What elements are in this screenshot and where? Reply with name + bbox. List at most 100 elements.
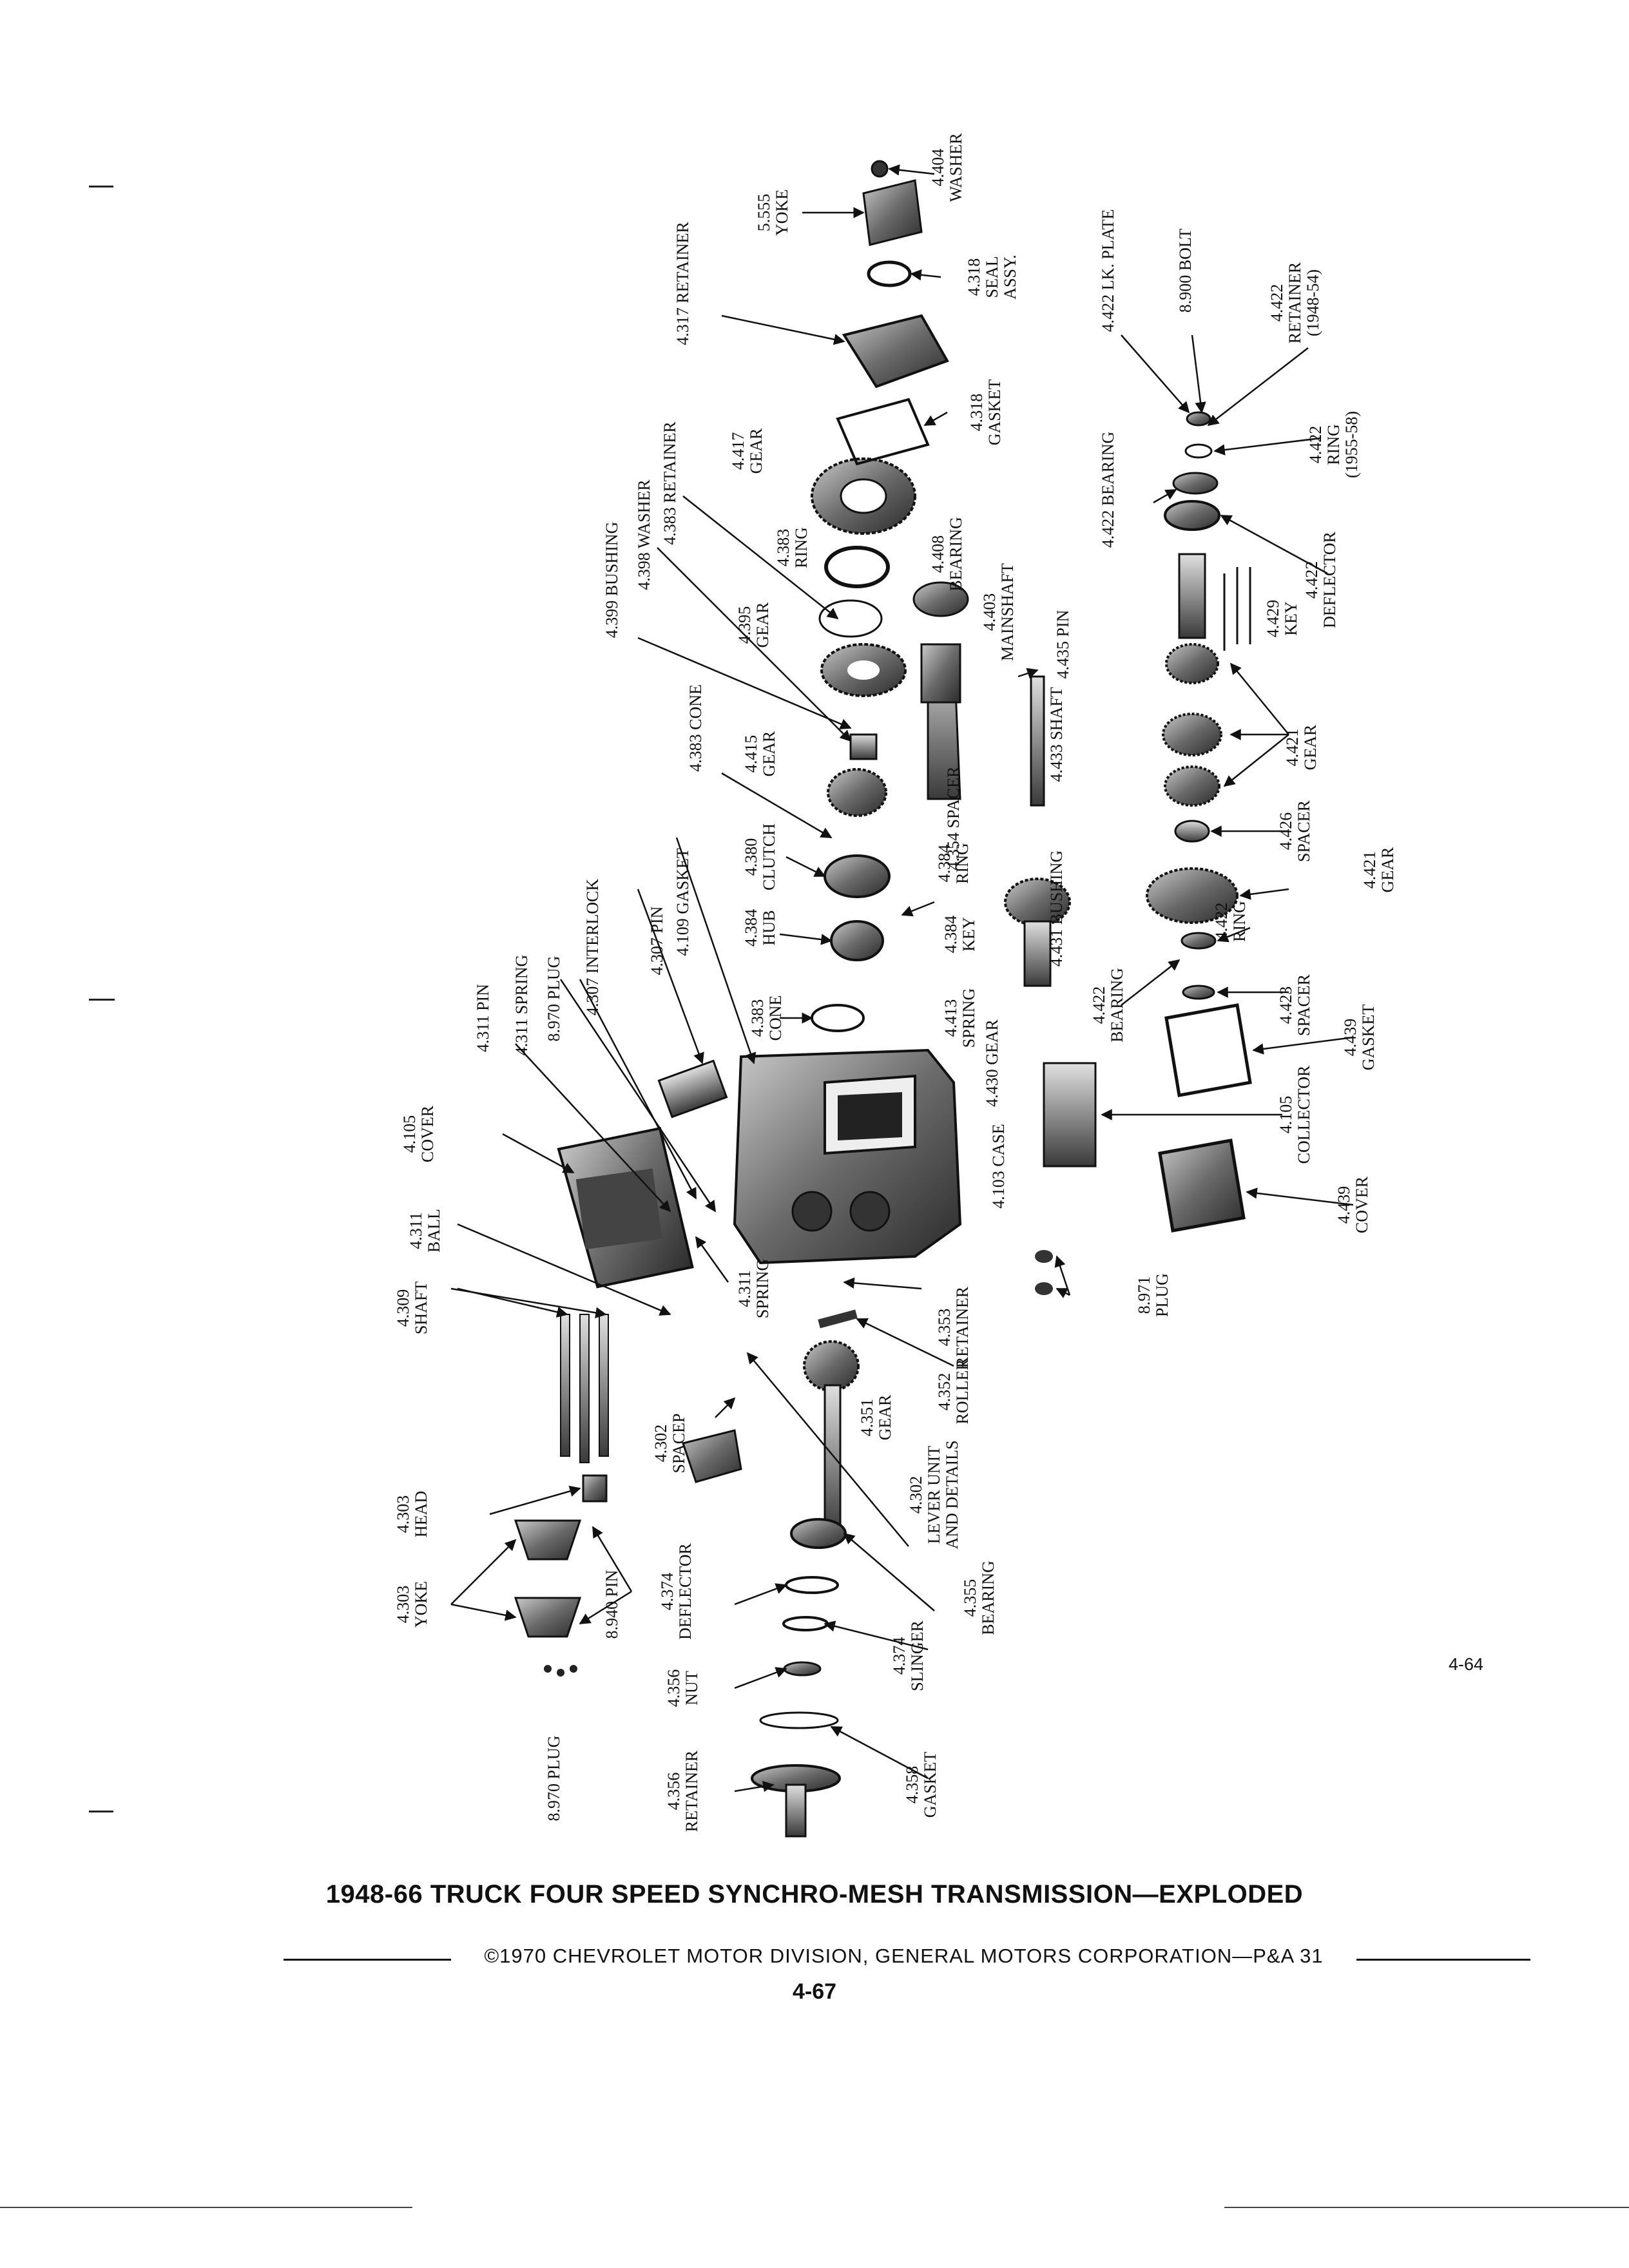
callout-line: 4.302 — [651, 1424, 670, 1463]
callout-line: 4.356 — [664, 1772, 683, 1811]
callout-line: RETAINER — [1286, 262, 1304, 344]
gear-4395 — [820, 643, 907, 697]
callout-8-970-plug-top: 8.970 PLUG — [545, 956, 563, 1042]
callout-line: COVER — [418, 1105, 437, 1163]
callout-4-422-bearing: 4.422 BEARING — [1099, 432, 1117, 548]
head-4303 — [582, 1474, 608, 1503]
callout-8-940: 8.940 PIN — [602, 1570, 621, 1639]
case-4103 — [733, 1048, 962, 1265]
callout-line: 4.380 — [742, 838, 760, 876]
callout-line: 4.302 — [907, 1475, 925, 1514]
callout-line: 4.415 — [742, 735, 760, 773]
callout-line: 4.353 — [935, 1308, 954, 1347]
callout-line: SLINGER — [908, 1620, 927, 1691]
callout-line: 4.421 — [1283, 728, 1302, 767]
credit-rule-right — [1356, 1959, 1530, 1961]
callout-line: 4.404 — [929, 148, 947, 187]
bottom-rule-right — [1224, 2207, 1629, 2208]
callout-line: 5.555 — [755, 193, 773, 232]
callout-line: 4.431 BUSHING — [1047, 850, 1066, 967]
callout-line: SPACER — [1295, 974, 1313, 1036]
callout-line: 4.351 — [858, 1398, 876, 1437]
callout-line: 4.417 — [729, 432, 747, 470]
ring-4422 — [1184, 443, 1213, 459]
credit-text: ©1970 CHEVROLET MOTOR DIVISION, GENERAL … — [484, 1945, 1324, 1967]
washer-4404 — [871, 160, 889, 178]
collector-4105 — [1043, 1062, 1097, 1168]
callout-line: 4.439 — [1341, 1018, 1360, 1057]
gear-4430 — [1004, 878, 1071, 987]
callout-4-383-cone-top: 4.383 CONE — [686, 684, 705, 772]
bottom-rule-left — [0, 2207, 412, 2208]
callout-line: 4.423 — [1277, 986, 1295, 1024]
callout-line: 4.311 — [407, 1212, 425, 1249]
callout-4-430: 4.430 GEAR — [983, 1019, 1001, 1107]
lever-4302 — [682, 1429, 742, 1483]
callout-4-383-retainer: 4.383 RETAINER — [660, 421, 679, 544]
retainer-ring-4383 — [818, 599, 883, 638]
callout-line: 4.356 — [664, 1669, 683, 1707]
callout-line: 4.303 — [394, 1585, 412, 1624]
callout-line: 8.940 PIN — [602, 1570, 621, 1639]
callout-4-399: 4.399 BUSHING — [602, 522, 621, 639]
deflector-4422 — [1164, 500, 1220, 531]
gear-4351 — [803, 1340, 860, 1535]
callout-line: 4.413 — [941, 999, 960, 1037]
callout-line: 4.105 — [400, 1115, 419, 1153]
gear-4415 — [827, 768, 887, 817]
callout-line: 4.355 — [961, 1579, 979, 1617]
callout-line: 4.311 SPRING — [512, 954, 531, 1056]
callout-line: DEFLECTOR — [1320, 532, 1339, 628]
callout-line: RETAINER — [682, 1750, 701, 1832]
callout-line: 4.422 — [1090, 986, 1108, 1024]
callout-line: SPRING — [959, 988, 978, 1048]
callout-line: RING — [1230, 901, 1249, 942]
callout-line: 4.307 PIN — [648, 906, 666, 975]
callout-line: 4.309 — [394, 1289, 412, 1327]
callout-line: NUT — [682, 1671, 701, 1706]
callout-line: 4.311 PIN — [474, 984, 492, 1052]
callout-line: BEARING — [947, 517, 965, 591]
callout-4-431: 4.431 BUSHING — [1047, 850, 1066, 967]
callout-line: 4.422 — [1302, 561, 1321, 599]
callout-line: 4.403 — [980, 593, 999, 631]
page-number: 4-67 — [792, 1979, 837, 2004]
callout-4-307-pin: 4.307 PIN — [648, 907, 666, 975]
callout-line: SPACER — [1295, 800, 1313, 862]
callout-line: 4.303 — [394, 1495, 412, 1533]
callout-line: 4.358 — [903, 1765, 921, 1804]
callout-line: 4.384 — [941, 915, 960, 954]
callout-line: 4.103 CASE — [989, 1124, 1008, 1209]
interlock-4307 — [657, 1059, 728, 1119]
plugs-8971 — [1035, 1250, 1053, 1295]
callout-line: COVER — [1353, 1176, 1371, 1234]
roller-4352 — [818, 1309, 858, 1329]
callout-line: SPACEP — [670, 1413, 688, 1474]
callout-8-900: 8.900 BOLT — [1176, 229, 1195, 313]
keys-4429 — [1223, 567, 1251, 651]
callout-4-311-pin: 4.311 PIN — [474, 984, 492, 1052]
callout-4-103: 4.103 CASE — [989, 1124, 1008, 1209]
cover-4105 — [557, 1126, 694, 1289]
callout-line: 4.398 WASHER — [635, 479, 653, 590]
callout-4-433: 4.433 SHAFT — [1047, 687, 1066, 782]
retainer-4356 — [751, 1764, 841, 1838]
margin-mark-bottom — [89, 1811, 113, 1812]
